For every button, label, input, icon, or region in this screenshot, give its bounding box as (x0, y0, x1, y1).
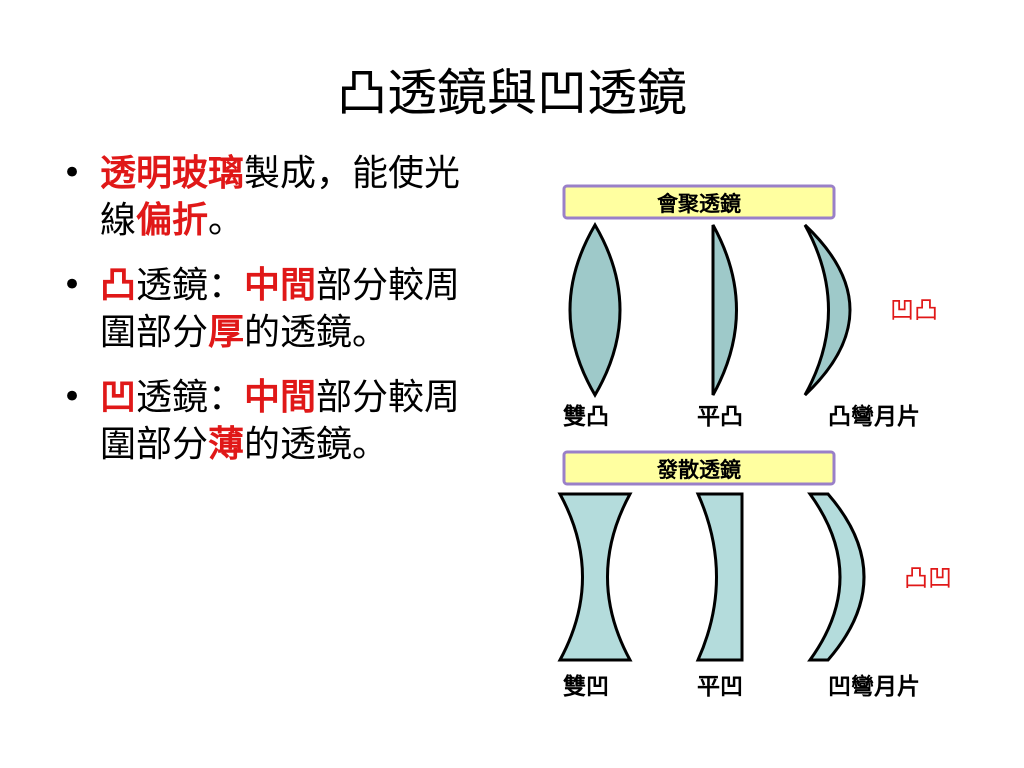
bullet-2-part-3: 中間 (244, 264, 317, 306)
biconcave-label: 雙凹 (563, 673, 609, 700)
bullet-1-part-4: 。 (208, 200, 245, 241)
bullet-list: • 透明玻璃製成，能使光線偏折。 • 凸透鏡：中間部分較周圍部分厚的透鏡。 • … (58, 150, 478, 486)
bullet-1-part-2: 製成，能使光線 (100, 153, 461, 241)
plano-convex-lens-icon (711, 224, 738, 396)
bullet-3-part-4: 部分較周圍部分 (100, 377, 461, 465)
bullet-2-part-2: 透鏡： (136, 265, 245, 306)
convex-meniscus-label: 凸彎月片 (828, 404, 920, 430)
bullet-3-part-2: 透鏡： (136, 377, 245, 418)
bullet-2-part-6: 的透鏡。 (244, 312, 389, 353)
biconvex-lens-icon (568, 222, 622, 398)
diverging-header-box (562, 450, 836, 486)
bullet-3-part-3: 中間 (244, 376, 317, 418)
diverging-side-label: 凸凹 (904, 564, 952, 592)
biconvex-label: 雙凸 (563, 403, 609, 430)
bullet-3-part-5: 薄 (208, 423, 245, 465)
bullet-dot-icon: • (62, 265, 83, 305)
bullet-1-part-3: 偏折 (136, 199, 209, 241)
converging-header: 會聚透鏡 (562, 184, 836, 220)
bullet-dot-icon: • (62, 377, 83, 417)
bullet-item-3: • 凹透鏡：中間部分較周圍部分薄的透鏡。 (58, 374, 478, 468)
diverging-header: 發散透鏡 (562, 450, 836, 486)
converging-header-box (562, 184, 836, 220)
biconcave-lens-icon (557, 492, 633, 662)
bullet-2-part-4: 部分較周圍部分 (100, 265, 461, 353)
plano-convex-label: 平凸 (697, 404, 743, 430)
converging-header-text: 會聚透鏡 (657, 192, 741, 216)
bullet-item-1: • 透明玻璃製成，能使光線偏折。 (58, 150, 478, 244)
plano-concave-label: 平凹 (697, 674, 743, 700)
convex-meniscus-lens-icon (803, 223, 852, 397)
concave-meniscus-label: 凹彎月片 (828, 674, 920, 700)
lens-diagram: 會聚透鏡 凹凸 雙凸 平凸 凸彎月片 發散透鏡 凸凹 雙 (540, 180, 980, 710)
bullet-2-part-1: 凸 (100, 264, 137, 306)
bullet-3-part-6: 的透鏡。 (244, 424, 389, 465)
converging-side-label: 凹凸 (890, 296, 938, 324)
plano-concave-lens-icon (695, 492, 744, 662)
bullet-item-2: • 凸透鏡：中間部分較周圍部分厚的透鏡。 (58, 262, 478, 356)
diverging-header-text: 發散透鏡 (656, 458, 741, 482)
bullet-3-part-1: 凹 (100, 376, 137, 418)
bullet-1-part-1: 透明玻璃 (100, 152, 245, 194)
slide-title: 凸透鏡與凹透鏡 (337, 64, 687, 122)
bullet-2-part-5: 厚 (208, 311, 245, 353)
concave-meniscus-lens-icon (807, 492, 866, 662)
bullet-dot-icon: • (62, 153, 83, 193)
